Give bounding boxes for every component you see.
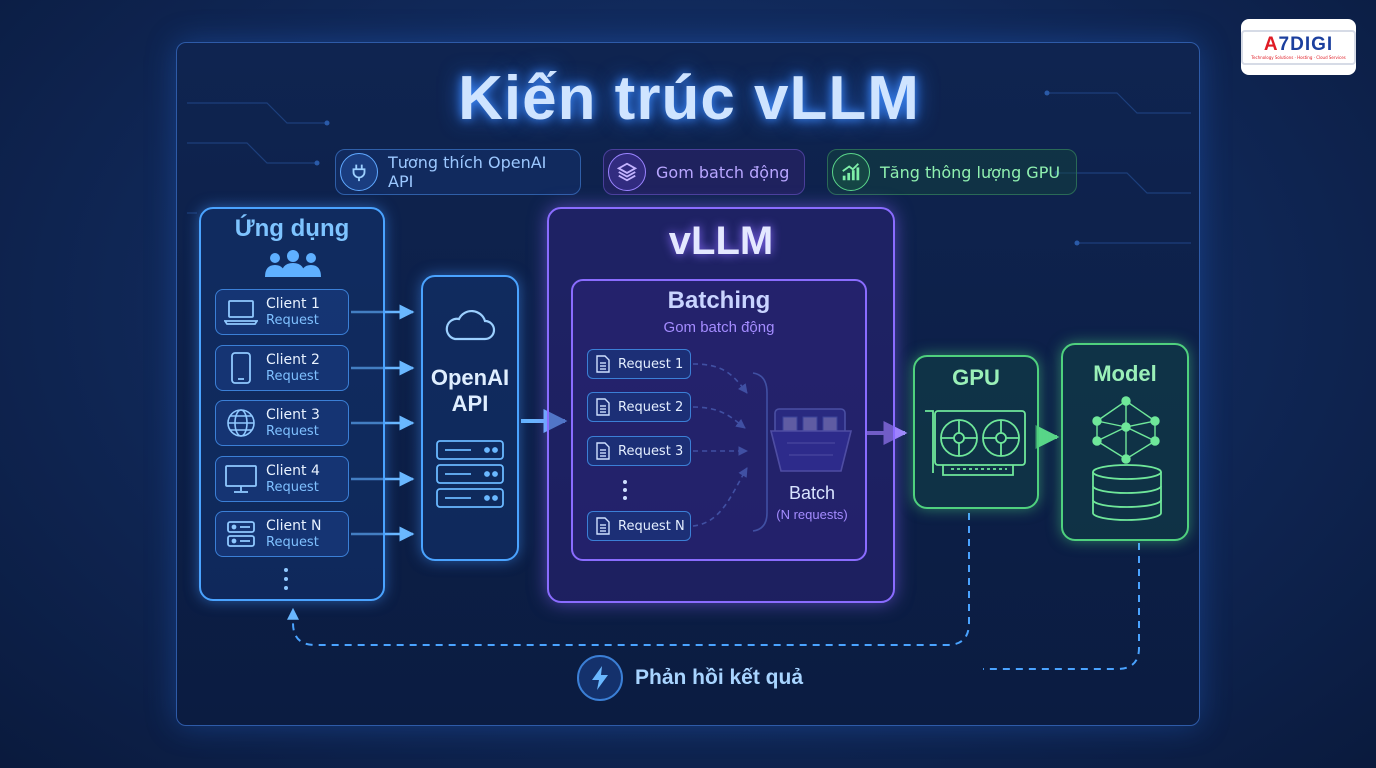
client-name: Client N [266,517,322,534]
request-2[interactable]: Request 2 [587,392,691,422]
layers-icon [608,153,646,191]
client-arrows [351,304,415,542]
model-title: Model [1093,361,1157,386]
client-name: Client 1 [266,295,320,312]
lightning-icon [577,655,623,701]
document-icon [588,355,618,373]
feature-label: Tương thích OpenAI API [388,153,547,191]
globe-icon [216,401,266,445]
request-label: Request 3 [618,443,684,459]
gpu-card-icon [923,403,1029,487]
feature-label: Tăng thông lượng GPU [880,162,1061,182]
request-dashed-lines [692,363,748,527]
document-icon [588,398,618,416]
feature-gpu-throughput: Tăng thông lượng GPU [827,149,1077,195]
client-sub: Request [266,423,319,439]
feature-label: Gom batch động [656,162,790,182]
client-name: Client 4 [266,462,320,479]
users-icon [261,249,325,283]
client-name: Client 3 [266,406,320,423]
server-icon [216,512,266,556]
laptop-icon [216,290,266,334]
gpu-title: GPU [952,365,1000,390]
feedback-label-group: Phản hồi kết quả [577,655,803,701]
server-stack-icon [435,439,505,513]
batch-sub: (N requests) [776,507,848,522]
more-dots-icon [621,479,629,505]
document-icon [588,442,618,460]
plug-icon [340,153,378,191]
smartphone-icon [216,346,266,390]
request-label: Request 2 [618,399,684,415]
request-1[interactable]: Request 1 [587,349,691,379]
feature-openai-compat: Tương thích OpenAI API [335,149,581,195]
api-line-2: API [451,391,489,416]
request-label: Request N [618,518,685,534]
request-label: Request 1 [618,356,684,372]
cloud-icon [443,307,497,347]
openai-api-panel [421,275,519,561]
logo-mark: A7DIGI [1263,33,1334,55]
batching-title: Batching [667,287,771,314]
application-title: Ứng dụng [234,215,350,242]
a7digi-logo: A7DIGI Technology Solutions · Hosting · … [1241,19,1356,75]
database-icon [1089,463,1165,527]
feedback-text: Phản hồi kết quả [635,666,804,689]
neural-network-icon [1083,395,1169,471]
request-n[interactable]: Request N [587,511,691,541]
page-title: Kiến trúc vLLM [458,64,920,133]
client-sub: Request [266,534,319,550]
batch-bracket [752,372,768,532]
batch-label: Batch [788,483,836,503]
connector-layer [187,90,1191,670]
batching-subtitle: Gom batch động [663,319,775,336]
batch-basket-icon [769,408,853,472]
openai-api-label: OpenAI API [421,365,519,417]
logo-tagline: Technology Solutions · Hosting · Cloud S… [1251,54,1346,60]
monitor-icon [216,457,266,501]
circuit-decoration [187,92,1191,244]
vllm-title: vLLM [668,219,774,263]
client-name: Client 2 [266,351,320,368]
document-icon [588,517,618,535]
client-sub: Request [266,368,319,384]
growth-chart-icon [832,153,870,191]
more-dots-icon [282,567,290,595]
diagram-board: Kiến trúc vLLM Tương thích OpenAI API Go… [176,42,1200,726]
api-line-1: OpenAI [430,365,510,390]
client-sub: Request [266,312,319,328]
client-sub: Request [266,479,319,495]
model-panel [1061,343,1189,541]
feature-dynamic-batching: Gom batch động [603,149,805,195]
request-3[interactable]: Request 3 [587,436,691,466]
feedback-loop [287,513,1140,670]
